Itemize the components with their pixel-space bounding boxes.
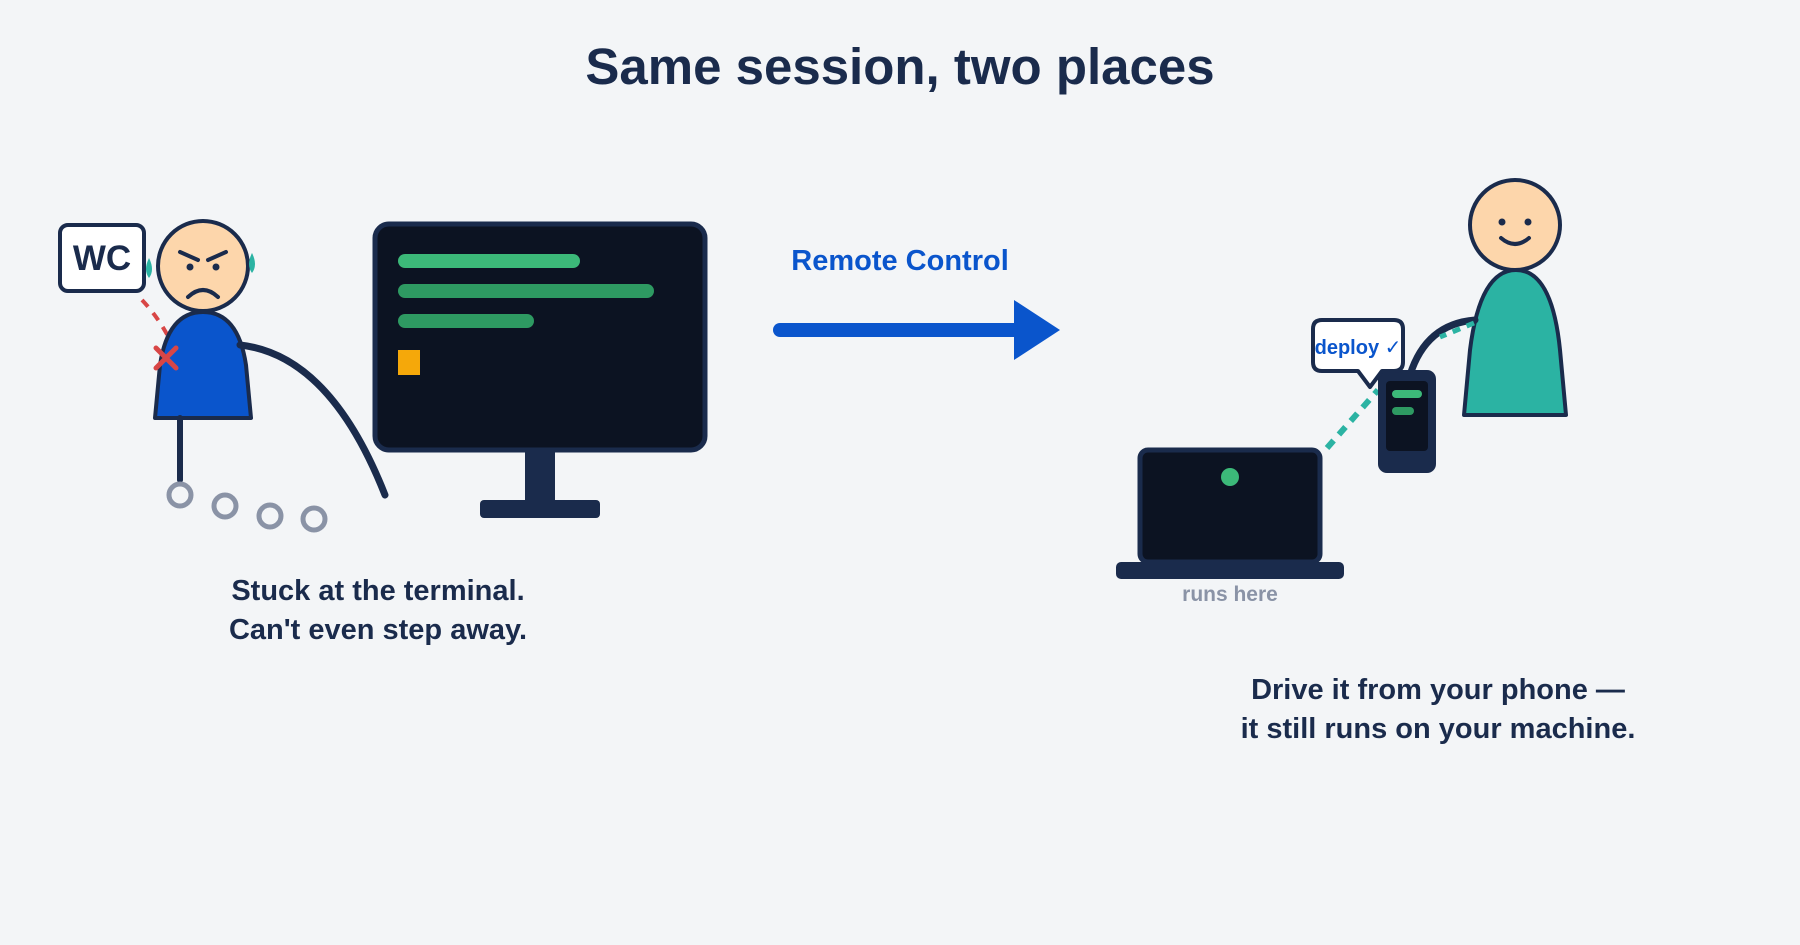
terminal-line: [398, 254, 580, 268]
terminal-cursor: [398, 350, 420, 375]
sweat-drop-left-icon: [146, 258, 152, 278]
sweat-drop-right-icon: [249, 253, 255, 273]
stuck-eye-right: [212, 263, 220, 271]
angry-brow-right: [206, 250, 228, 262]
remote-scene: runs here deploy ✓ Dri: [1116, 178, 1636, 745]
right-caption-line2: it still runs on your machine.: [1241, 713, 1636, 745]
left-caption-line1: Stuck at the terminal.: [231, 575, 524, 607]
terminal-line: [398, 314, 534, 328]
wc-sign-label: WC: [73, 239, 131, 278]
right-caption-line1: Drive it from your phone —: [1251, 674, 1625, 706]
connection-line: [1324, 388, 1381, 450]
terminal-monitor: [372, 221, 708, 518]
stuck-arm-to-terminal: [236, 341, 389, 499]
happy-person-body: [1462, 268, 1568, 417]
laptop-label: runs here: [1182, 583, 1278, 606]
happy-eye-right: [1524, 218, 1532, 226]
arrow-label: Remote Control: [791, 245, 1009, 277]
angry-brow-left: [178, 250, 200, 262]
phone-screen: [1386, 381, 1428, 451]
chain-link-icon: [300, 505, 328, 533]
stuck-eye-left: [186, 263, 194, 271]
happy-smile: [1499, 236, 1531, 246]
left-caption-line2: Can't even step away.: [229, 614, 527, 646]
bubble-label: deploy ✓: [1315, 337, 1402, 359]
laptop-screen: [1137, 447, 1323, 565]
happy-arm: [1406, 316, 1479, 379]
monitor-stand-base: [480, 500, 600, 518]
monitor-screen: [372, 221, 708, 453]
bubble-shape: [1311, 318, 1405, 389]
stuck-frown: [186, 288, 220, 299]
phone: [1378, 370, 1436, 473]
laptop-base: [1116, 562, 1344, 579]
arrow-head-icon: [1014, 300, 1060, 360]
arm-signal-line: [1439, 320, 1475, 340]
happy-person-head: [1468, 178, 1562, 272]
terminal-line: [398, 284, 654, 298]
laptop: runs here: [1116, 447, 1344, 606]
chain-link-icon: [211, 492, 239, 520]
stuck-scene: WC: [58, 219, 708, 646]
diagram-title: Same session, two places: [585, 38, 1214, 95]
blocked-x-icon: [153, 345, 179, 371]
phone-line: [1392, 390, 1422, 398]
laptop-status-dot-icon: [1221, 468, 1239, 486]
deploy-bubble: deploy ✓: [1311, 318, 1405, 389]
chain-link-icon: [256, 502, 284, 530]
stuck-person-body: [153, 310, 253, 420]
remote-control-arrow: Remote Control: [773, 245, 1060, 360]
stuck-person-head: [156, 219, 250, 313]
chain-link-icon: [166, 481, 194, 509]
phone-line: [1392, 407, 1414, 415]
monitor-stand-neck: [525, 448, 555, 504]
wc-sign: WC: [58, 223, 146, 293]
stuck-person: [146, 219, 389, 533]
happy-eye-left: [1498, 218, 1506, 226]
happy-person: [1406, 178, 1568, 417]
